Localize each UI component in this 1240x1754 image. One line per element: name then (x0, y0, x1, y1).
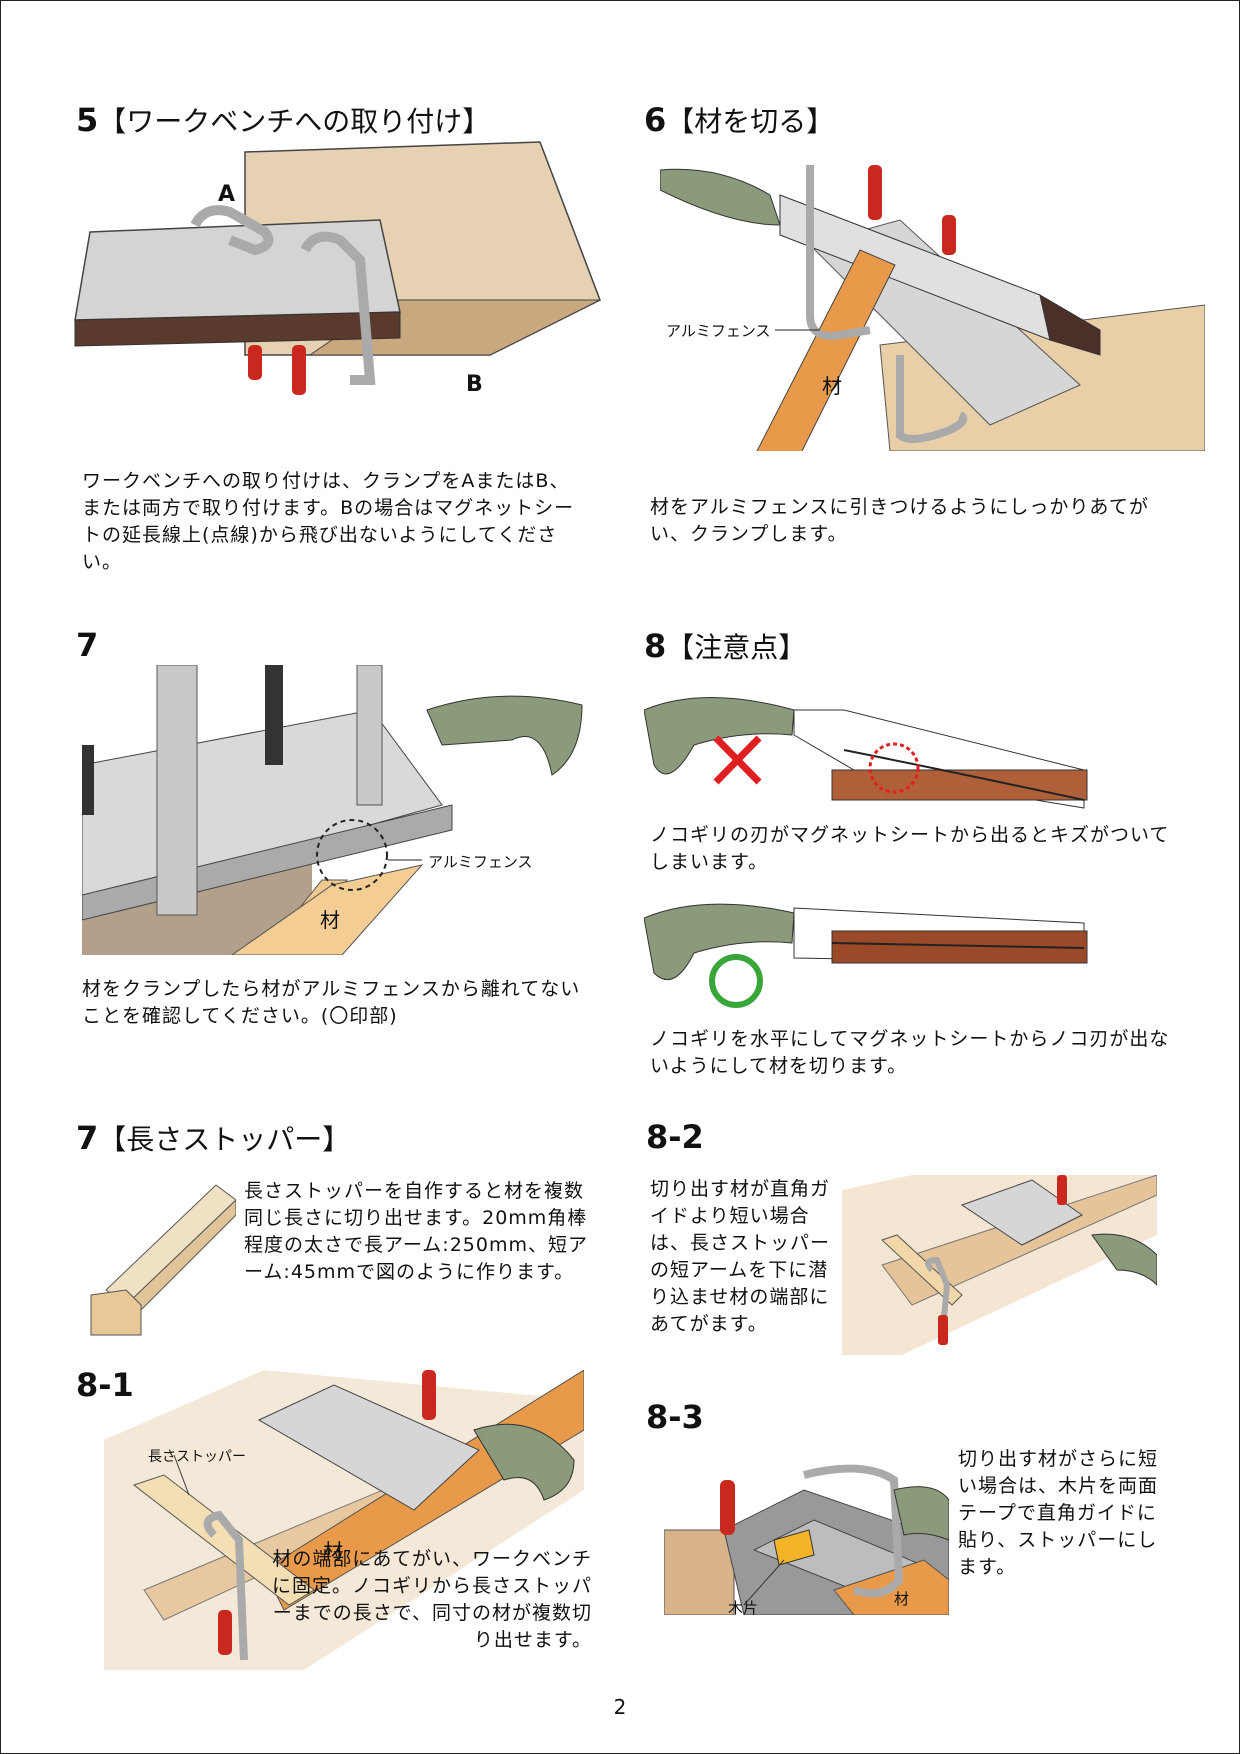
label-b: B (466, 372, 483, 397)
section-5-heading: 5【ワークベンチへの取り付け】 (76, 100, 490, 140)
label-a: A (218, 182, 236, 207)
clamp-handle-icon (720, 1480, 735, 1535)
clamp-handle-icon (292, 345, 306, 395)
wood-label: 材 (323, 1539, 343, 1563)
figure-workbench-mounting (70, 140, 610, 440)
section-title: 【材を切る】 (666, 105, 835, 138)
section-7-text: 材をクランプしたら材がアルミフェンスから離れてないことを確認してください。(〇印… (82, 978, 581, 1027)
section-number: 8-2 (646, 1118, 704, 1156)
wood-label: 材 (822, 374, 842, 398)
section-title: 【長さストッパー】 (98, 1123, 351, 1156)
fence-label: アルミフェンス (428, 853, 533, 871)
section-8-2-heading: 8-2 (646, 1118, 704, 1156)
clamp-handle-icon (868, 165, 882, 220)
section-8-good-text: ノコギリを水平にしてマグネットシートからノコ刃が出ないようにして材を切ります。 (650, 1028, 1170, 1077)
figure-clamp-check (82, 665, 592, 955)
section-8-3-text: 切り出す材がさらに短い場合は、木片を両面テープで直角ガイドに貼り、ストッパーにし… (958, 1448, 1159, 1578)
section-8-2-text: 切り出す材が直角ガイドより短い場合は、長さストッパーの短アームを下に潜り込ませ材… (650, 1178, 831, 1335)
figure-wood-piece-stopper (664, 1460, 949, 1615)
ok-circle-icon (709, 954, 763, 1008)
wood-label: 材 (894, 1590, 910, 1608)
stopper-label: 長さストッパー (148, 1449, 246, 1465)
clamp-handle-icon (942, 215, 956, 255)
wood-label: 材 (320, 908, 340, 932)
section-7-heading: 7 (76, 626, 98, 664)
section-5-text: ワークベンチへの取り付けは、クランプをAまたはB、または両方で取り付けます。Bの… (82, 470, 575, 573)
clamp-handle-icon (938, 1315, 948, 1345)
figure-stopper-usage (104, 1370, 584, 1670)
fence-label: アルミフェンス (666, 322, 771, 340)
piece-label: 木片 (728, 1599, 759, 1617)
section-number: 8-3 (646, 1398, 704, 1436)
section-title: 【注意点】 (666, 631, 807, 664)
section-number: 8 (644, 627, 667, 665)
section-6-heading: 6【材を切る】 (644, 100, 834, 140)
section-6-text: 材をアルミフェンスに引きつけるようにしっかりあてがい、クランプします。 (650, 496, 1150, 545)
section-title: 【ワークベンチへの取り付け】 (98, 105, 491, 138)
figure-good-angle (644, 893, 1094, 1013)
section-7b-text: 長さストッパーを自作すると材を複数同じ長さに切り出せます。20mm角棒程度の太さ… (244, 1180, 588, 1283)
clamp-handle-icon (1057, 1175, 1067, 1205)
figure-short-stopper (842, 1175, 1157, 1355)
section-8-1-heading: 8-1 (76, 1366, 134, 1404)
cross-icon (713, 735, 762, 785)
section-8-heading: 8【注意点】 (644, 626, 806, 666)
figure-bad-angle (644, 690, 1094, 810)
section-7b-heading: 7【長さストッパー】 (76, 1118, 350, 1158)
section-number: 7 (76, 626, 99, 664)
figure-length-stopper (86, 1180, 236, 1340)
clamp-handle-icon (218, 1610, 232, 1655)
section-8-1-text: 材の端部にあてがい、ワークベンチに固定。ノコギリから長さストッパーまでの長さで、… (271, 1548, 592, 1651)
clamp-handle-icon (248, 345, 262, 380)
section-8-bad-text: ノコギリの刃がマグネットシートから出るとキズがついてしまいます。 (650, 824, 1170, 873)
section-number: 8-1 (76, 1366, 134, 1404)
clamp-handle-icon (422, 1370, 436, 1420)
page-number: 2 (613, 1695, 627, 1719)
section-number: 6 (644, 101, 667, 139)
section-number: 7 (76, 1119, 99, 1157)
section-8-3-heading: 8-3 (646, 1398, 704, 1436)
figure-cutting-wood (660, 165, 1205, 451)
section-number: 5 (76, 101, 99, 139)
